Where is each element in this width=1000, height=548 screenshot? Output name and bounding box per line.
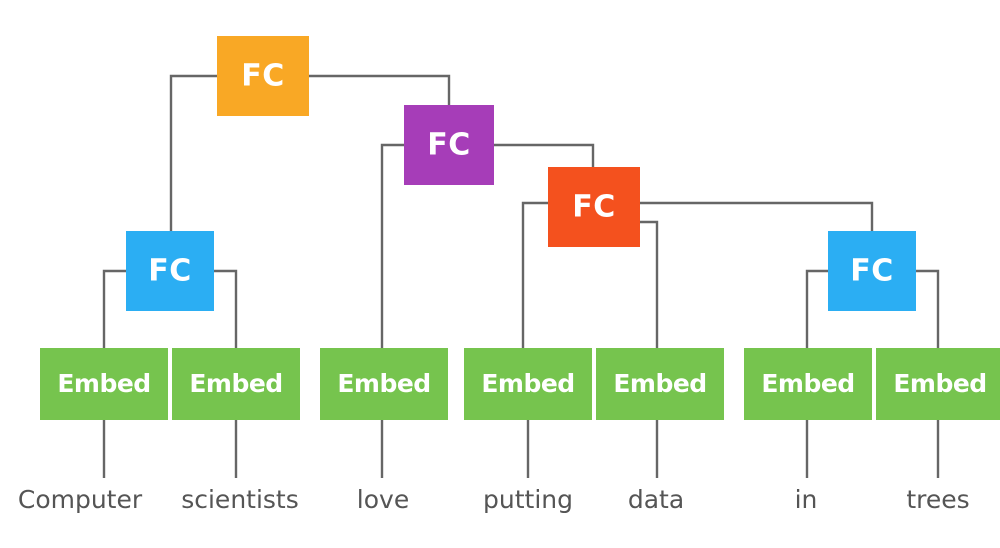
edge-red-to-blue-right: [640, 201, 874, 231]
embed-node-e5[interactable]: Embed: [596, 348, 724, 420]
fc-node-box[interactable]: [548, 167, 640, 247]
fc-node-box[interactable]: [217, 36, 309, 116]
embed-node-label: Embed: [893, 369, 986, 398]
word-label-w2: scientists: [181, 485, 299, 514]
embed-node-label: Embed: [57, 369, 150, 398]
edge-red-to-putting: [521, 201, 548, 348]
fc-node-fc_purple[interactable]: FC: [404, 105, 494, 185]
embed-node-label: Embed: [761, 369, 854, 398]
fc-node-fc_blue_right[interactable]: FC: [828, 231, 916, 311]
embed-node-box[interactable]: [40, 348, 168, 420]
embed-node-box[interactable]: [744, 348, 872, 420]
fc-node-label: FC: [148, 254, 192, 289]
fc-node-box[interactable]: [126, 231, 214, 311]
edge-blue-right-to-e7: [916, 269, 940, 348]
edge-blue-left-to-e2: [214, 269, 238, 348]
word-label-w7: trees: [906, 485, 969, 514]
embed-node-e6[interactable]: Embed: [744, 348, 872, 420]
fc-nodes-layer: FC FC FC FC FC: [126, 36, 916, 311]
fc-node-box[interactable]: [828, 231, 916, 311]
embed-node-e3[interactable]: Embed: [320, 348, 448, 420]
embed-node-e2[interactable]: Embed: [172, 348, 300, 420]
embed-node-box[interactable]: [876, 348, 1000, 420]
fc-node-box[interactable]: [404, 105, 494, 185]
fc-node-fc_orange[interactable]: FC: [217, 36, 309, 116]
fc-node-label: FC: [572, 190, 616, 225]
embed-nodes-layer: Embed Embed Embed Embed Embed Embed Embed: [40, 348, 1000, 420]
fc-node-label: FC: [241, 59, 285, 94]
word-label-w5: data: [628, 485, 684, 514]
word-label-w6: in: [795, 485, 818, 514]
embed-node-box[interactable]: [464, 348, 592, 420]
edge-orange-to-purple: [309, 74, 451, 105]
fc-node-fc_blue_left[interactable]: FC: [126, 231, 214, 311]
embed-node-box[interactable]: [320, 348, 448, 420]
embed-node-label: Embed: [337, 369, 430, 398]
fc-node-label: FC: [427, 128, 471, 163]
fc-node-label: FC: [850, 254, 894, 289]
edge-blue-right-to-e6: [805, 269, 828, 348]
embed-node-label: Embed: [189, 369, 282, 398]
embed-node-e7[interactable]: Embed: [876, 348, 1000, 420]
embed-node-e1[interactable]: Embed: [40, 348, 168, 420]
fc-node-fc_red[interactable]: FC: [548, 167, 640, 247]
edge-red-to-data: [640, 220, 659, 348]
edges-layer: [102, 74, 940, 478]
embed-node-e4[interactable]: Embed: [464, 348, 592, 420]
embed-node-box[interactable]: [596, 348, 724, 420]
embed-node-label: Embed: [613, 369, 706, 398]
word-label-w3: love: [357, 485, 409, 514]
word-label-w4: putting: [483, 485, 573, 514]
embed-node-box[interactable]: [172, 348, 300, 420]
edge-purple-to-love: [380, 143, 404, 348]
word-label-w1: Computer: [18, 485, 143, 514]
word-labels-layer: Computer scientists love putting data in trees: [18, 485, 970, 514]
embed-node-label: Embed: [481, 369, 574, 398]
edge-blue-left-to-e1: [102, 269, 126, 348]
edge-purple-to-red: [494, 143, 595, 167]
